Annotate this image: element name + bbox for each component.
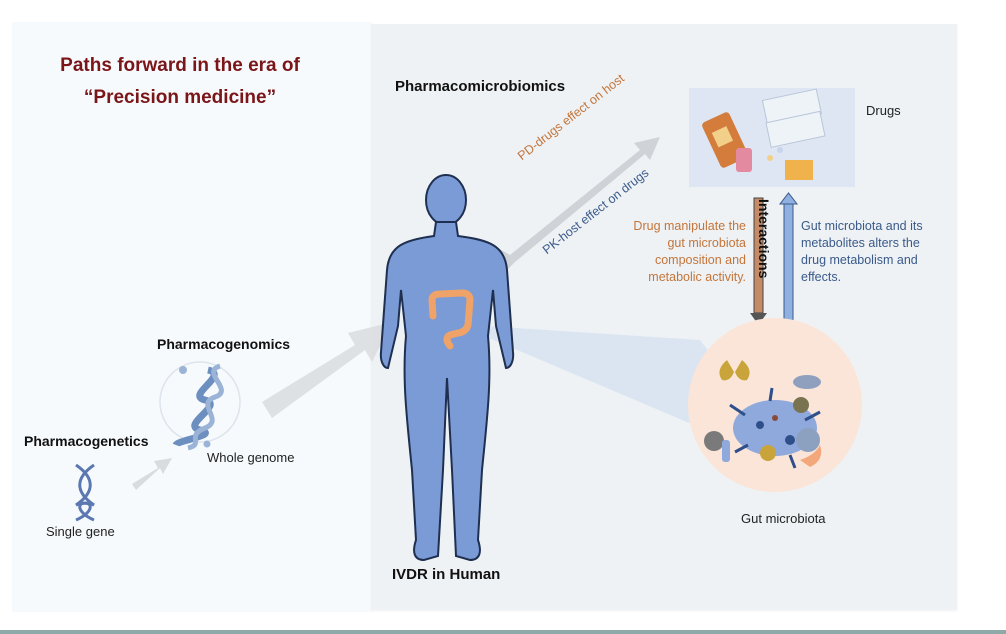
drugs-caption: Drugs	[866, 103, 901, 118]
microbiota-effect-line: effects.	[801, 270, 842, 284]
gut-microbiota-illustration	[688, 318, 862, 492]
title-line-1: Paths forward in the era of	[60, 55, 300, 76]
microbiota-effect-line: drug metabolism and	[801, 253, 918, 267]
drug-effect-line: composition and	[654, 253, 746, 267]
microbiota-effect-text: Gut microbiota and its metabolites alter…	[801, 218, 951, 286]
single-gene-caption: Single gene	[46, 524, 115, 539]
progress-arrow-large	[262, 322, 392, 418]
bottom-border	[0, 630, 1006, 634]
human-caption: IVDR in Human	[392, 566, 501, 583]
gut-microbiota-caption: Gut microbiota	[741, 511, 826, 526]
title-line-2: “Precision medicine”	[83, 87, 277, 108]
pharmacomicrobiomics-heading: Pharmacomicrobiomics	[395, 78, 566, 95]
drug-effect-line: metabolic activity.	[648, 270, 746, 284]
drug-effect-line: gut microbiota	[667, 236, 746, 250]
drug-effect-text: Drug manipulate the gut microbiota compo…	[606, 218, 746, 286]
progress-arrow-small	[132, 458, 172, 490]
pharmacogenomics-heading: Pharmacogenomics	[157, 336, 291, 352]
dna-icon	[75, 463, 95, 522]
microbiota-effect-line: metabolites alters the	[801, 236, 920, 250]
left-panel	[12, 22, 372, 612]
dna-genome-icon	[159, 361, 241, 451]
drug-effect-line: Drug manipulate the	[633, 219, 746, 233]
drugs-illustration	[689, 88, 855, 187]
whole-genome-caption: Whole genome	[207, 450, 295, 465]
main-title: Paths forward in the era of “Precision m…	[30, 50, 330, 114]
human-body-icon	[379, 174, 515, 562]
pharmacogenetics-heading: Pharmacogenetics	[24, 433, 149, 449]
microbiota-effect-line: Gut microbiota and its	[801, 219, 923, 233]
colon-icon	[428, 289, 474, 350]
interactions-label: Interactions	[756, 199, 772, 279]
